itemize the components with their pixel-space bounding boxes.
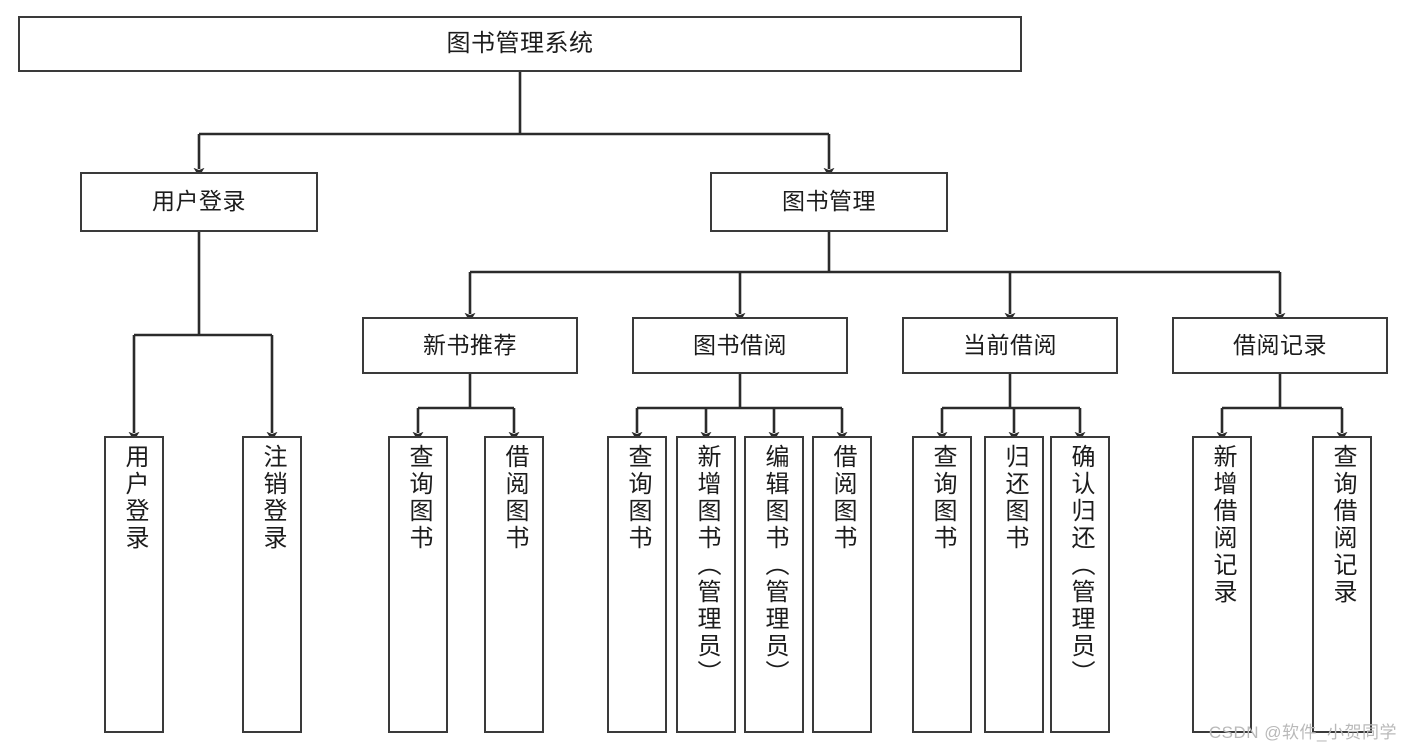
node-leaf-cb-query[interactable]: 查询图书: [912, 436, 972, 733]
node-label: 借阅图书: [501, 444, 528, 552]
node-leaf-bb-query[interactable]: 查询图书: [607, 436, 667, 733]
node-leaf-bb-edit[interactable]: 编辑图书（管理员）: [744, 436, 804, 733]
node-leaf-user-login[interactable]: 用户登录: [104, 436, 164, 733]
node-book-borrow[interactable]: 图书借阅: [632, 317, 848, 374]
node-label: 用户登录: [121, 444, 148, 552]
node-user-login[interactable]: 用户登录: [80, 172, 318, 232]
node-label: 新书推荐: [423, 331, 517, 358]
node-label: 注销登录: [259, 444, 286, 552]
node-label: 查询借阅记录: [1329, 444, 1356, 606]
node-leaf-br-add[interactable]: 新增借阅记录: [1192, 436, 1252, 733]
node-label: 借阅记录: [1233, 331, 1327, 358]
node-leaf-cb-return[interactable]: 归还图书: [984, 436, 1044, 733]
node-leaf-cb-confirm[interactable]: 确认归还（管理员）: [1050, 436, 1110, 733]
node-root[interactable]: 图书管理系统: [18, 16, 1022, 72]
node-leaf-logout[interactable]: 注销登录: [242, 436, 302, 733]
node-label: 图书管理系统: [446, 29, 594, 57]
node-label: 归还图书: [1001, 444, 1028, 552]
node-label: 新增图书（管理员）: [693, 444, 720, 687]
node-borrow-record[interactable]: 借阅记录: [1172, 317, 1388, 374]
node-current-borrow[interactable]: 当前借阅: [902, 317, 1118, 374]
node-label: 图书借阅: [693, 331, 787, 358]
node-label: 新增借阅记录: [1209, 444, 1236, 606]
node-book-manage[interactable]: 图书管理: [710, 172, 948, 232]
node-label: 查询图书: [929, 444, 956, 552]
node-label: 确认归还（管理员）: [1067, 444, 1094, 687]
node-label: 用户登录: [152, 188, 246, 215]
csdn-watermark: CSDN @软件_小贺同学: [1208, 723, 1397, 742]
node-leaf-nb-query[interactable]: 查询图书: [388, 436, 448, 733]
node-label: 查询图书: [405, 444, 432, 552]
node-label: 借阅图书: [829, 444, 856, 552]
node-label: 图书管理: [782, 188, 876, 215]
node-leaf-nb-borrow[interactable]: 借阅图书: [484, 436, 544, 733]
node-leaf-br-query[interactable]: 查询借阅记录: [1312, 436, 1372, 733]
node-leaf-bb-borrow[interactable]: 借阅图书: [812, 436, 872, 733]
node-label: 查询图书: [624, 444, 651, 552]
node-leaf-bb-add[interactable]: 新增图书（管理员）: [676, 436, 736, 733]
node-label: 编辑图书（管理员）: [761, 444, 788, 687]
node-new-book-rec[interactable]: 新书推荐: [362, 317, 578, 374]
node-label: 当前借阅: [963, 331, 1057, 358]
